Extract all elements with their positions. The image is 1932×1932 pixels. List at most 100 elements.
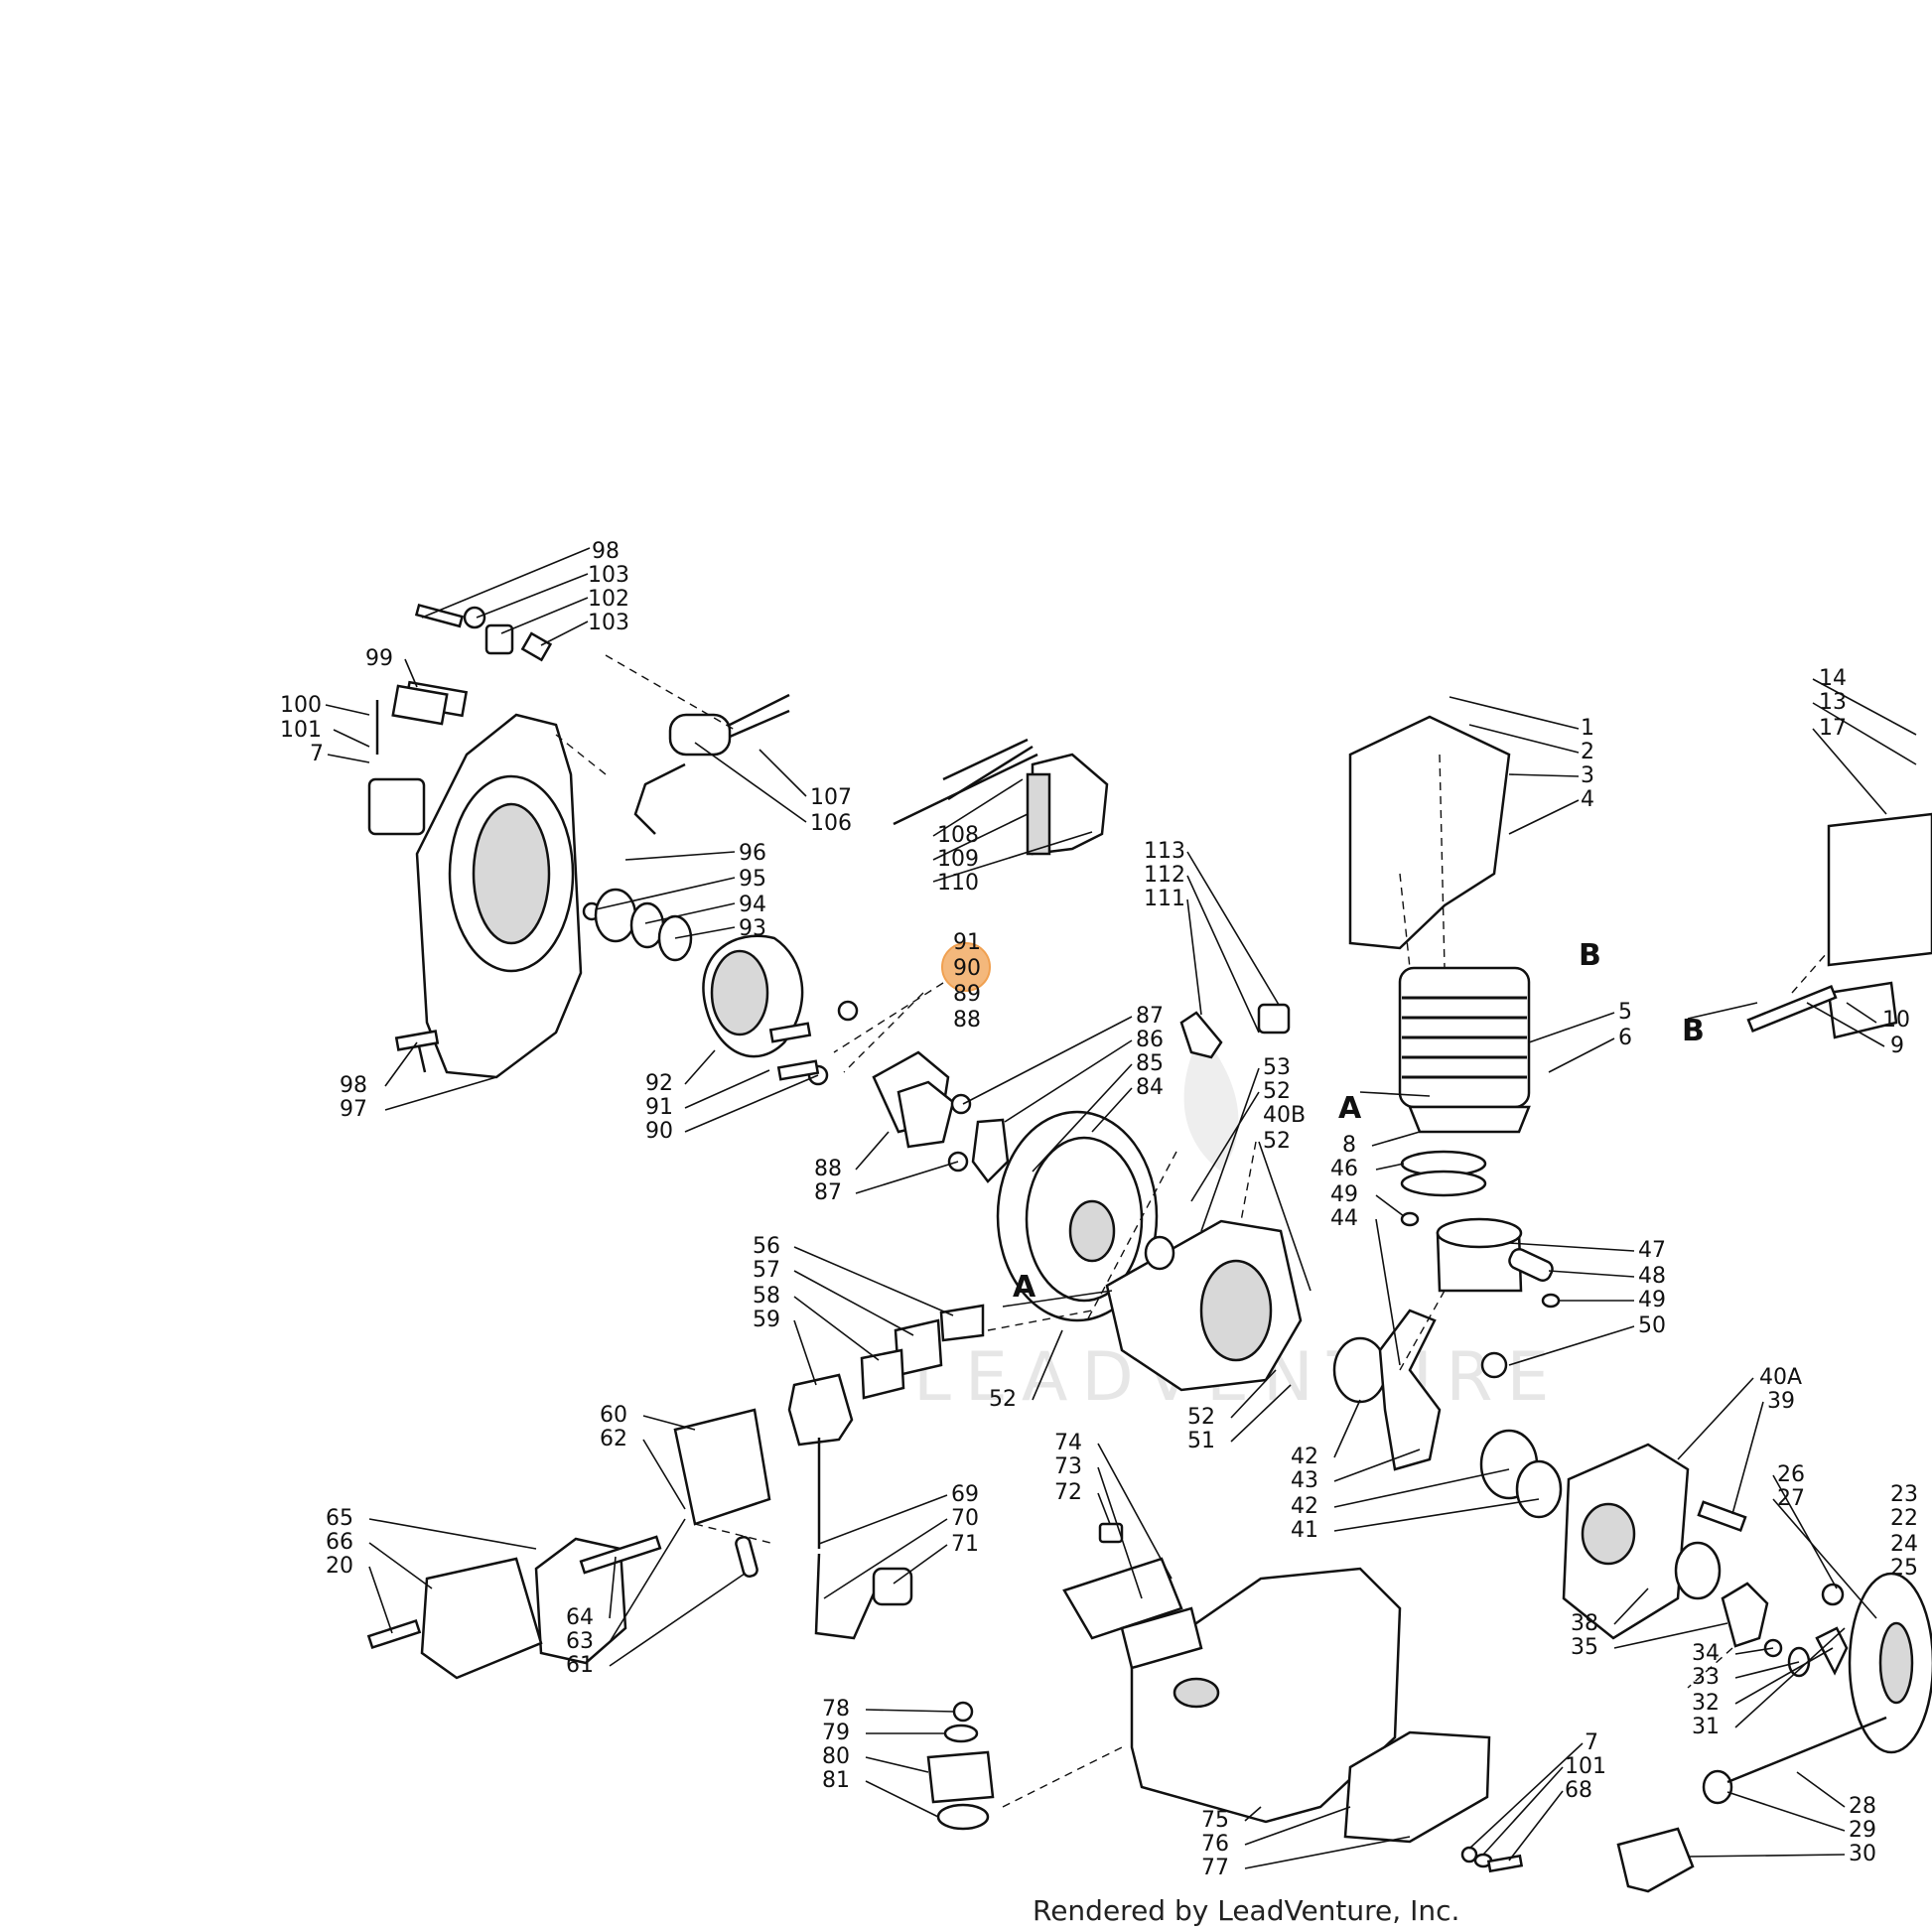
callout-label-7a[interactable]: 7 xyxy=(310,742,324,766)
callout-label-112[interactable]: 112 xyxy=(1144,863,1185,888)
callout-label-113[interactable]: 113 xyxy=(1144,839,1185,864)
callout-label-98b[interactable]: 98 xyxy=(340,1073,367,1098)
callout-label-42b[interactable]: 42 xyxy=(1291,1494,1318,1519)
callout-label-80[interactable]: 80 xyxy=(822,1744,850,1769)
callout-label-70[interactable]: 70 xyxy=(951,1506,979,1531)
callout-label-91b[interactable]: 91 xyxy=(645,1095,673,1120)
callout-label-47[interactable]: 47 xyxy=(1638,1238,1666,1263)
callout-label-52b[interactable]: 52 xyxy=(1263,1129,1291,1154)
callout-label-40A[interactable]: 40A xyxy=(1759,1365,1802,1390)
callout-label-27[interactable]: 27 xyxy=(1777,1486,1805,1511)
callout-label-28[interactable]: 28 xyxy=(1849,1794,1876,1819)
callout-label-32[interactable]: 32 xyxy=(1692,1691,1720,1716)
callout-label-1[interactable]: 1 xyxy=(1581,716,1594,741)
callout-label-100[interactable]: 100 xyxy=(280,693,322,718)
callout-label-94[interactable]: 94 xyxy=(739,893,766,917)
callout-label-72[interactable]: 72 xyxy=(1054,1480,1082,1505)
callout-label-88b[interactable]: 88 xyxy=(814,1157,842,1181)
highlight-marker[interactable] xyxy=(941,942,991,992)
callout-label-3[interactable]: 3 xyxy=(1581,763,1594,788)
callout-label-81[interactable]: 81 xyxy=(822,1768,850,1793)
callout-label-76[interactable]: 76 xyxy=(1201,1832,1229,1857)
callout-label-31[interactable]: 31 xyxy=(1692,1715,1720,1739)
callout-label-111[interactable]: 111 xyxy=(1144,887,1185,911)
callout-label-52c[interactable]: 52 xyxy=(989,1387,1017,1412)
callout-label-75[interactable]: 75 xyxy=(1201,1808,1229,1833)
callout-label-53[interactable]: 53 xyxy=(1263,1055,1291,1080)
callout-label-103a[interactable]: 103 xyxy=(588,563,629,588)
callout-label-8[interactable]: 8 xyxy=(1342,1133,1356,1158)
callout-label-7b[interactable]: 7 xyxy=(1585,1730,1598,1755)
callout-label-60[interactable]: 60 xyxy=(600,1403,627,1428)
callout-label-92[interactable]: 92 xyxy=(645,1071,673,1096)
callout-label-52d[interactable]: 52 xyxy=(1187,1405,1215,1430)
callout-label-78[interactable]: 78 xyxy=(822,1697,850,1722)
callout-label-101b[interactable]: 101 xyxy=(1565,1754,1606,1779)
callout-label-10[interactable]: 10 xyxy=(1882,1008,1910,1033)
callout-label-35[interactable]: 35 xyxy=(1571,1635,1598,1660)
callout-label-84[interactable]: 84 xyxy=(1136,1075,1164,1100)
callout-label-13[interactable]: 13 xyxy=(1819,690,1847,715)
callout-label-43[interactable]: 43 xyxy=(1291,1468,1318,1493)
callout-label-98a[interactable]: 98 xyxy=(592,539,620,564)
callout-label-26[interactable]: 26 xyxy=(1777,1462,1805,1487)
callout-label-87a[interactable]: 87 xyxy=(1136,1004,1164,1029)
callout-label-89[interactable]: 89 xyxy=(953,982,981,1007)
callout-label-51[interactable]: 51 xyxy=(1187,1429,1215,1453)
callout-label-107[interactable]: 107 xyxy=(810,785,852,810)
callout-label-39[interactable]: 39 xyxy=(1767,1389,1795,1414)
callout-label-33[interactable]: 33 xyxy=(1692,1665,1720,1690)
callout-label-97[interactable]: 97 xyxy=(340,1097,367,1122)
callout-label-56[interactable]: 56 xyxy=(753,1234,780,1259)
callout-label-52a[interactable]: 52 xyxy=(1263,1079,1291,1104)
callout-label-23[interactable]: 23 xyxy=(1890,1482,1918,1507)
callout-label-63[interactable]: 63 xyxy=(566,1629,594,1654)
callout-label-38[interactable]: 38 xyxy=(1571,1611,1598,1636)
callout-label-93[interactable]: 93 xyxy=(739,916,766,941)
callout-label-103b[interactable]: 103 xyxy=(588,611,629,635)
callout-label-40B[interactable]: 40B xyxy=(1263,1103,1306,1128)
callout-label-46[interactable]: 46 xyxy=(1330,1157,1358,1181)
callout-label-58[interactable]: 58 xyxy=(753,1284,780,1309)
callout-label-109[interactable]: 109 xyxy=(937,847,979,872)
callout-label-79[interactable]: 79 xyxy=(822,1721,850,1745)
callout-label-59[interactable]: 59 xyxy=(753,1308,780,1332)
callout-label-65[interactable]: 65 xyxy=(326,1506,353,1531)
callout-label-90b[interactable]: 90 xyxy=(645,1119,673,1144)
callout-label-77[interactable]: 77 xyxy=(1201,1856,1229,1880)
callout-label-86[interactable]: 86 xyxy=(1136,1028,1164,1052)
callout-label-74[interactable]: 74 xyxy=(1054,1431,1082,1455)
callout-label-44[interactable]: 44 xyxy=(1330,1206,1358,1231)
callout-label-110[interactable]: 110 xyxy=(937,871,979,896)
callout-label-99[interactable]: 99 xyxy=(365,646,393,671)
callout-label-49b[interactable]: 49 xyxy=(1638,1288,1666,1312)
callout-label-96[interactable]: 96 xyxy=(739,841,766,866)
callout-label-30[interactable]: 30 xyxy=(1849,1842,1876,1866)
callout-label-29[interactable]: 29 xyxy=(1849,1818,1876,1843)
callout-label-48[interactable]: 48 xyxy=(1638,1264,1666,1289)
callout-label-20[interactable]: 20 xyxy=(326,1554,353,1579)
callout-label-24[interactable]: 24 xyxy=(1890,1532,1918,1557)
callout-label-42a[interactable]: 42 xyxy=(1291,1445,1318,1469)
callout-label-5[interactable]: 5 xyxy=(1618,1000,1632,1025)
callout-label-2[interactable]: 2 xyxy=(1581,740,1594,764)
callout-label-25[interactable]: 25 xyxy=(1890,1556,1918,1581)
callout-label-87b[interactable]: 87 xyxy=(814,1180,842,1205)
callout-label-108[interactable]: 108 xyxy=(937,823,979,848)
callout-label-73[interactable]: 73 xyxy=(1054,1454,1082,1479)
callout-label-50[interactable]: 50 xyxy=(1638,1313,1666,1338)
callout-label-17[interactable]: 17 xyxy=(1819,716,1847,741)
callout-label-64[interactable]: 64 xyxy=(566,1605,594,1630)
callout-label-88a[interactable]: 88 xyxy=(953,1008,981,1033)
callout-label-49a[interactable]: 49 xyxy=(1330,1182,1358,1207)
callout-label-90a[interactable]: 90 xyxy=(953,956,981,981)
callout-label-85[interactable]: 85 xyxy=(1136,1051,1164,1076)
callout-label-71[interactable]: 71 xyxy=(951,1532,979,1557)
callout-label-41[interactable]: 41 xyxy=(1291,1518,1318,1543)
callout-label-102[interactable]: 102 xyxy=(588,587,629,612)
callout-label-62[interactable]: 62 xyxy=(600,1427,627,1451)
callout-label-106[interactable]: 106 xyxy=(810,811,852,836)
callout-label-9[interactable]: 9 xyxy=(1890,1034,1904,1058)
callout-label-66[interactable]: 66 xyxy=(326,1530,353,1555)
callout-label-57[interactable]: 57 xyxy=(753,1258,780,1283)
